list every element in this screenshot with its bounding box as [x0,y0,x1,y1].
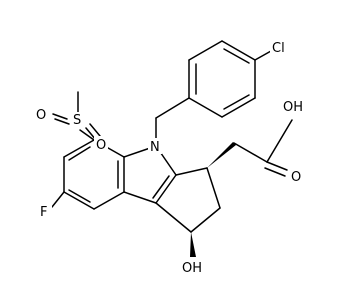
bond [206,167,221,209]
double-bond-inner [68,189,91,203]
double-bond-inner [223,94,250,110]
bond [233,142,268,163]
bond [221,40,256,61]
bond-c-f [51,191,65,208]
atom-label-cl: Cl [272,41,285,56]
double-bond-inner [223,48,250,64]
bond [188,97,223,118]
atom-label-oh-ring: OH [182,261,202,276]
atom-label-o-sulfonyl: O [96,138,106,153]
bond [175,167,208,176]
bond-c-o-double [264,167,286,177]
bond [188,40,223,61]
bond [155,202,192,233]
atom-label-f: F [40,205,47,220]
bond-c-s [79,129,95,141]
bond-s-o-double [89,123,101,137]
cyclopentane-ring [155,167,221,233]
bond [123,191,157,204]
bond [221,97,256,118]
bond [266,119,293,163]
atom-label-n: N [150,140,160,155]
atom-label-s: S [73,113,81,128]
bond [93,191,125,210]
atom-labels: Cl S O O N F OH OH O [34,39,306,276]
chlorophenyl-ring [188,40,256,118]
double-bond-inner [152,175,170,199]
bond [63,191,95,210]
atom-label-o-carbonyl: O [291,170,301,185]
double-bond-inner [68,146,91,161]
bond-c-o-double [266,161,288,171]
atom-label-o-sulfonyl: O [36,108,46,123]
bond-c-cl [254,50,272,61]
bond [63,139,95,158]
bond-s-o-double [54,118,70,125]
bond-aryl-ch2 [155,97,190,119]
bond-s-o-double [52,113,68,120]
wedge-bond [190,232,196,257]
atom-label-oh-acid: OH [283,100,303,115]
bond [155,174,177,204]
bond [190,207,221,233]
wedge-bond [207,142,236,168]
